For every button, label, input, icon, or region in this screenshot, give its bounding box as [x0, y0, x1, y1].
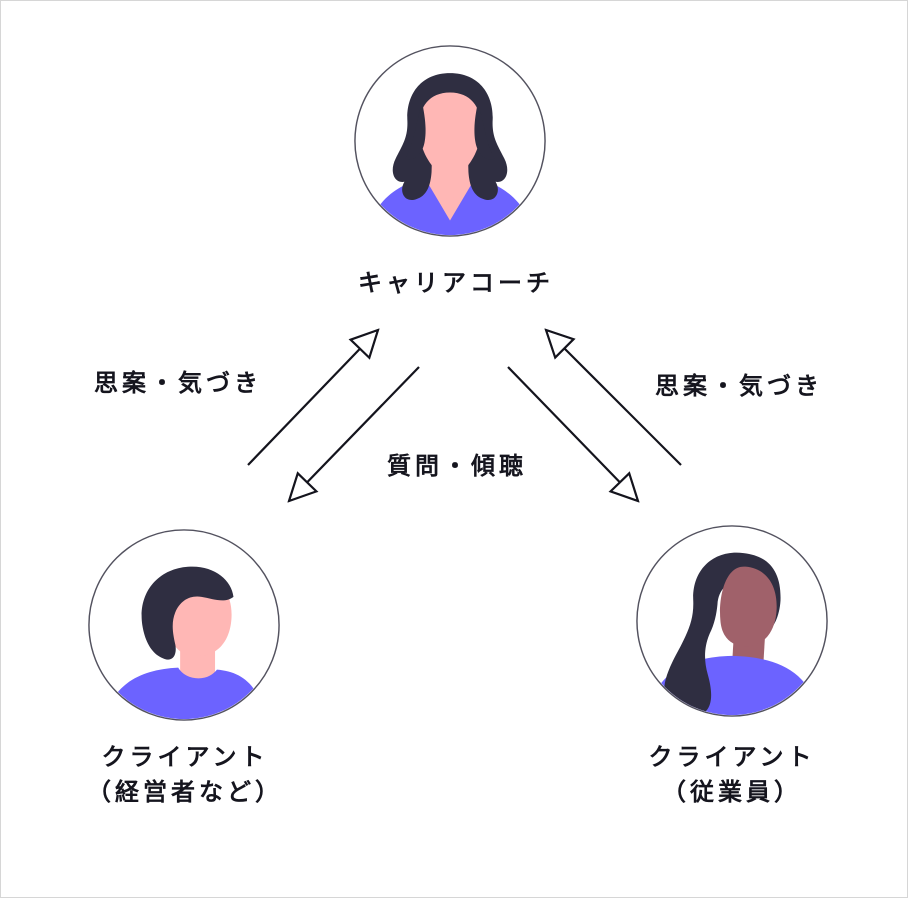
- client-left-label-line1: クライアント: [101, 744, 269, 771]
- edge-label-right: 思案・気づき: [655, 373, 823, 400]
- client-right-avatar-icon: [636, 525, 828, 717]
- client-left-avatar-icon: [88, 529, 280, 721]
- coach-label: キャリアコーチ: [358, 270, 554, 297]
- client-right-face: [720, 566, 777, 647]
- client-right-label: クライアント （従業員）: [648, 740, 815, 810]
- client-right-label-line1: クライアント: [648, 744, 816, 771]
- coach-hair: [392, 73, 508, 200]
- client-left-label: クライアント （経営者など）: [87, 740, 283, 810]
- arrow-client-left-to-coach: [247, 330, 378, 466]
- coach-avatar-icon: [354, 45, 546, 237]
- edge-label-center: 質問・傾聴: [387, 453, 527, 480]
- client-right-label-line2: （従業員）: [661, 779, 802, 806]
- coach-face: [418, 92, 482, 209]
- client-left-hair: [141, 566, 234, 660]
- arrow-coach-to-client-right: [507, 366, 638, 501]
- client-right-hair: [664, 552, 781, 716]
- edge-label-left: 思案・気づき: [94, 370, 262, 397]
- client-left-label-line2: （経営者など）: [87, 779, 283, 806]
- coach-front-locks: [405, 106, 495, 160]
